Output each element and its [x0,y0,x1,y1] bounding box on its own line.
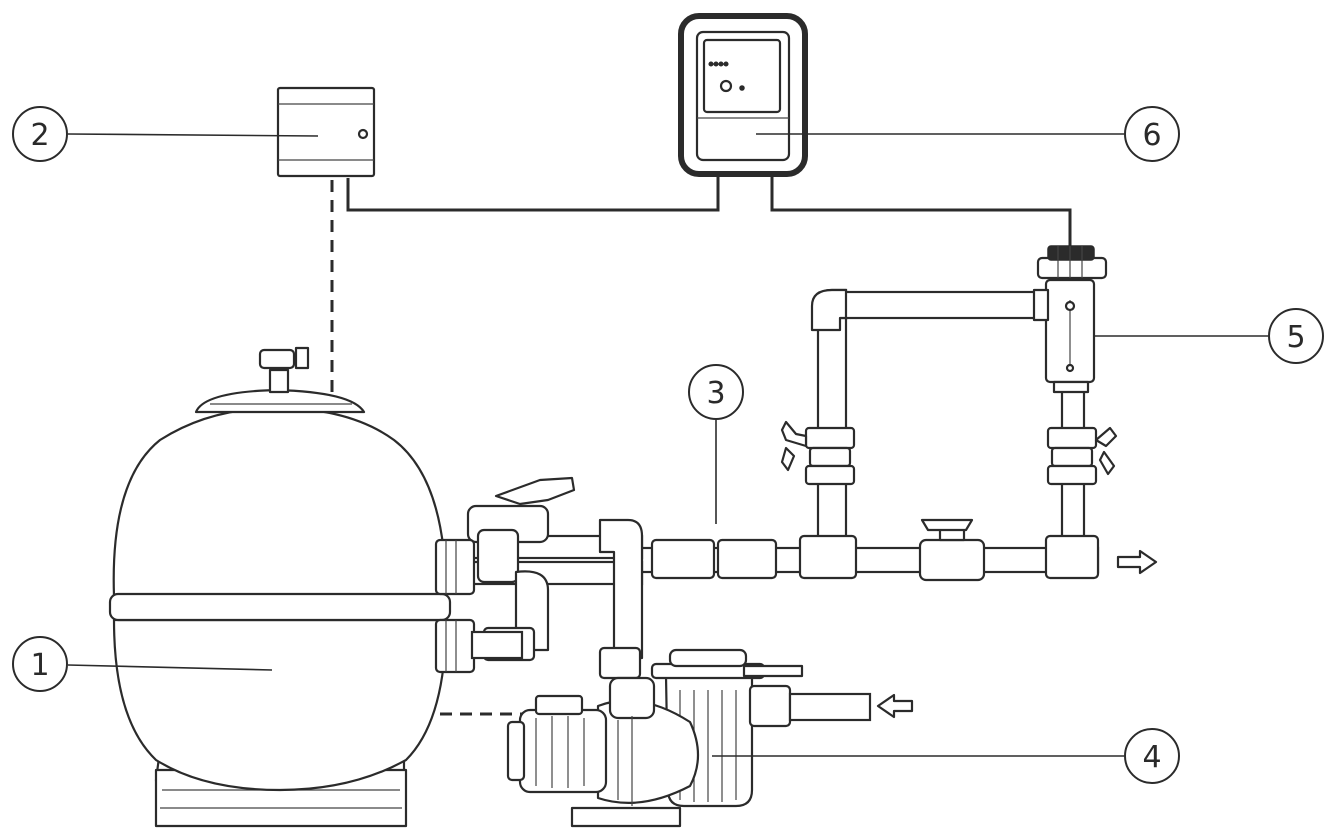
callout-3: 3 [688,364,744,524]
callout-6: 6 [756,106,1180,162]
callout-1-label: 1 [30,648,49,683]
callout-2: 2 [12,106,319,162]
bypass-piping [780,288,1118,552]
callout-2-label: 2 [30,118,49,153]
callout-6-label: 6 [1142,118,1161,153]
timer-box [276,86,376,178]
callout-4: 4 [712,728,1180,784]
sand-filter [108,346,524,828]
arrow-left-outline-icon [876,693,914,719]
arrow-right-outline-icon [1116,549,1158,575]
return-line [638,518,1100,582]
electrolysis-cell [1032,245,1108,394]
callout-3-label: 3 [706,376,725,411]
wiring [330,172,1072,716]
control-unit [678,13,808,177]
callout-4-label: 4 [1142,740,1161,775]
callout-5: 5 [1094,308,1324,364]
indicator-leds [708,61,729,67]
pump [506,646,872,828]
callout-5-label: 5 [1286,320,1305,355]
callout-1: 1 [12,636,273,692]
